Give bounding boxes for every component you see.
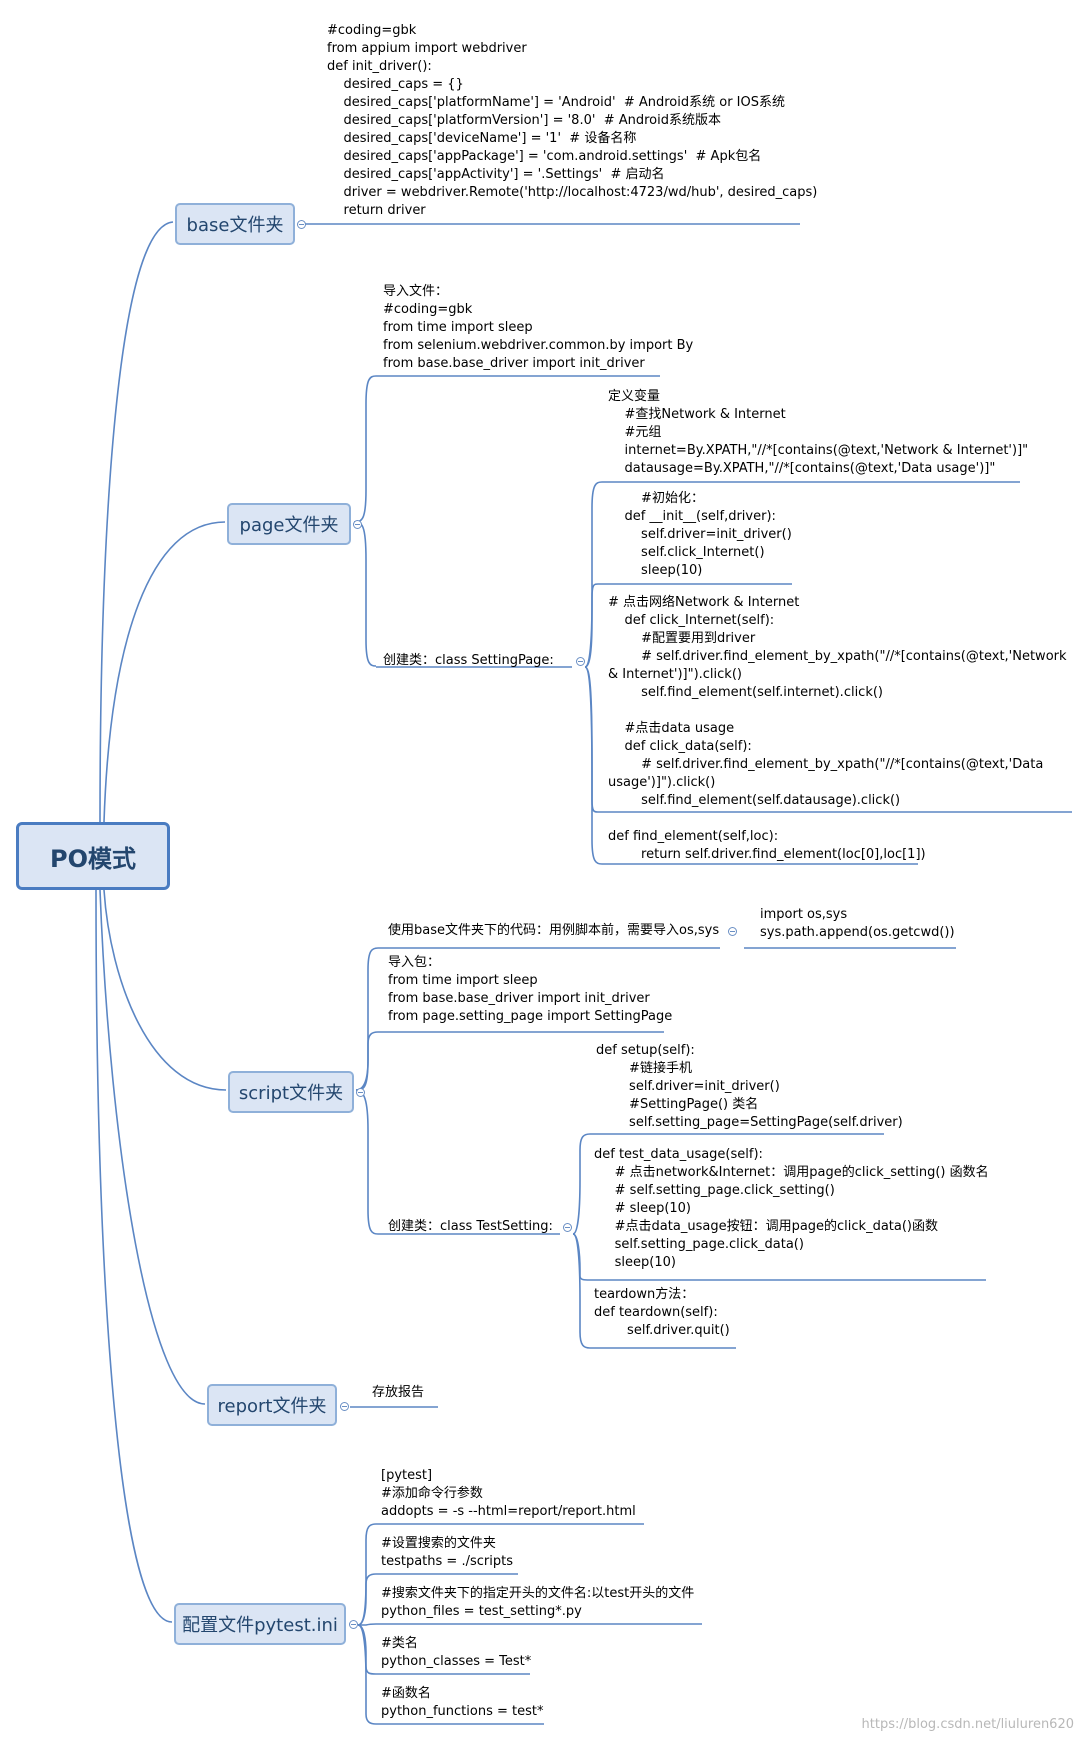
collapse-setting-page-icon[interactable] (576, 657, 585, 666)
root-node[interactable]: PO模式 (16, 822, 170, 890)
collapse-base-icon[interactable] (297, 220, 306, 229)
script-imports: 导入包： from time import sleep from base.ba… (388, 955, 673, 1024)
script-test-method: def test_data_usage(self): # 点击network&I… (594, 1147, 989, 1270)
config-python-functions: #函数名 python_functions = test* (381, 1686, 544, 1719)
page-variables: 定义变量 #查找Network & Internet #元组 internet=… (608, 389, 1029, 476)
script-class-label: 创建类：class TestSetting: (388, 1219, 553, 1234)
page-imports: 导入文件： #coding=gbk from time import sleep… (383, 284, 694, 371)
config-python-files: #搜索文件夹下的指定开头的文件名:以test开头的文件 python_files… (381, 1586, 695, 1619)
branch-config-label: 配置文件pytest.ini (182, 1615, 338, 1636)
config-testpaths: #设置搜索的文件夹 testpaths = ./scripts (381, 1536, 513, 1569)
branch-config-node[interactable]: 配置文件pytest.ini (174, 1603, 346, 1645)
config-python-classes: #类名 python_classes = Test* (381, 1636, 532, 1669)
branch-script-label: script文件夹 (238, 1083, 344, 1104)
collapse-config-icon[interactable] (349, 1620, 358, 1629)
script-teardown-method: teardown方法： def teardown(self): self.dri… (594, 1287, 730, 1338)
branch-script-node[interactable]: script文件夹 (228, 1071, 354, 1113)
branch-base-label: base文件夹 (186, 215, 284, 236)
script-os-sys-code: import os,sys sys.path.append(os.getcwd(… (760, 907, 955, 940)
base-driver-code: #coding=gbk from appium import webdriver… (327, 23, 818, 218)
config-addopts: [pytest] #添加命令行参数 addopts = -s --html=re… (381, 1468, 636, 1519)
branch-report-label: report文件夹 (217, 1396, 327, 1417)
collapse-script-icon[interactable] (356, 1088, 365, 1097)
branch-base-node[interactable]: base文件夹 (175, 203, 295, 245)
script-setup-method: def setup(self): #链接手机 self.driver=init_… (596, 1043, 903, 1130)
watermark: https://blog.csdn.net/liuluren620 (861, 1717, 1074, 1732)
collapse-os-sys-icon[interactable] (728, 927, 737, 936)
report-note: 存放报告 (372, 1385, 425, 1400)
branch-page-node[interactable]: page文件夹 (227, 503, 351, 545)
branch-page-label: page文件夹 (239, 515, 339, 536)
page-click-methods: # 点击网络Network & Internet def click_Inter… (608, 595, 1067, 808)
collapse-test-setting-icon[interactable] (563, 1223, 572, 1232)
root-title: PO模式 (50, 844, 136, 873)
page-find-element: def find_element(self,loc): return self.… (608, 829, 926, 862)
page-class-label: 创建类：class SettingPage: (383, 653, 554, 668)
script-base-usage: 使用base文件夹下的代码：用例脚本前，需要导入os,sys (388, 923, 720, 938)
branch-report-node[interactable]: report文件夹 (207, 1384, 337, 1426)
collapse-report-icon[interactable] (340, 1402, 349, 1411)
page-init-method: #初始化： def __init__(self,driver): self.dr… (624, 491, 792, 578)
collapse-page-icon[interactable] (353, 520, 362, 529)
